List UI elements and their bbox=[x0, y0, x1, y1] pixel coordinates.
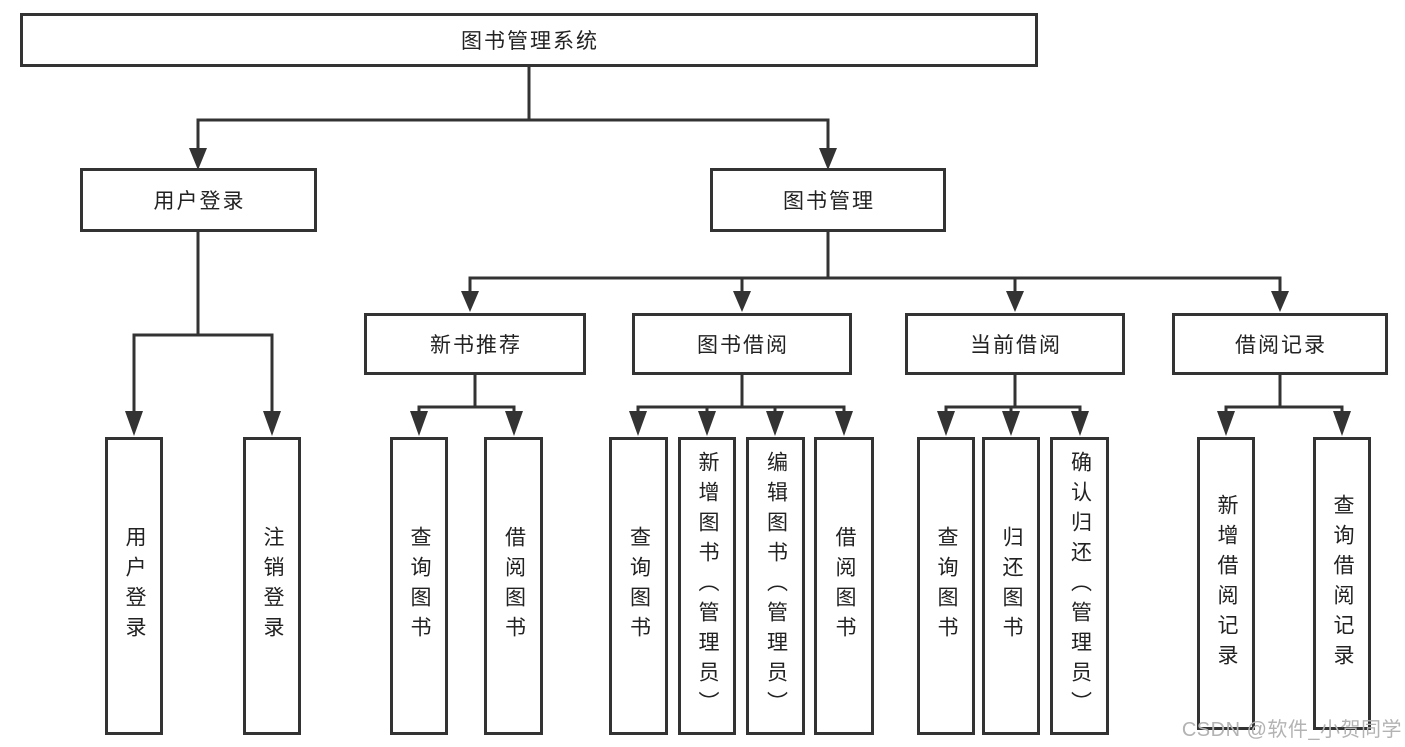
node-label: 用户登录 bbox=[123, 526, 146, 646]
node-leaf-logout: 注销登录 bbox=[243, 437, 301, 735]
node-label: 图书借阅 bbox=[697, 334, 789, 357]
node-label: 确认归还（管理员） bbox=[1068, 451, 1092, 721]
node-leaf-bb-add-books: 新增图书（管理员） bbox=[678, 437, 736, 735]
node-new-book-recommend: 新书推荐 bbox=[364, 313, 586, 375]
node-label: 图书管理系统 bbox=[461, 30, 599, 53]
node-leaf-br-add-record: 新增借阅记录 bbox=[1197, 437, 1255, 730]
node-book-management: 图书管理 bbox=[710, 168, 946, 232]
node-leaf-cb-return-books: 归还图书 bbox=[982, 437, 1040, 735]
node-label: 借阅图书 bbox=[833, 526, 856, 646]
node-library-system: 图书管理系统 bbox=[20, 13, 1038, 67]
node-label: 新增借阅记录 bbox=[1215, 493, 1238, 674]
node-leaf-bb-query-books: 查询图书 bbox=[609, 437, 668, 735]
node-leaf-nb-borrow-books: 借阅图书 bbox=[484, 437, 543, 735]
node-label: 借阅记录 bbox=[1235, 334, 1327, 357]
node-leaf-bb-edit-books: 编辑图书（管理员） bbox=[746, 437, 805, 735]
node-label: 注销登录 bbox=[261, 526, 284, 646]
node-label: 查询借阅记录 bbox=[1331, 493, 1354, 674]
node-label: 新增图书（管理员） bbox=[696, 451, 719, 721]
node-leaf-cb-confirm-return: 确认归还（管理员） bbox=[1050, 437, 1109, 735]
node-label: 编辑图书（管理员） bbox=[764, 451, 788, 721]
node-current-borrow: 当前借阅 bbox=[905, 313, 1125, 375]
node-label: 新书推荐 bbox=[430, 334, 522, 357]
node-leaf-user-login: 用户登录 bbox=[105, 437, 163, 735]
node-label: 图书管理 bbox=[783, 190, 875, 213]
node-leaf-cb-query-books: 查询图书 bbox=[917, 437, 975, 735]
node-book-borrow: 图书借阅 bbox=[632, 313, 852, 375]
node-label: 当前借阅 bbox=[970, 334, 1062, 357]
node-label: 归还图书 bbox=[1000, 526, 1023, 646]
csdn-watermark: CSDN @软件_小贺同学 bbox=[1181, 719, 1402, 741]
node-label: 用户登录 bbox=[153, 190, 246, 213]
node-label: 查询图书 bbox=[408, 526, 431, 646]
node-borrow-records: 借阅记录 bbox=[1172, 313, 1388, 375]
node-label: 查询图书 bbox=[627, 526, 651, 646]
node-label: 查询图书 bbox=[935, 526, 958, 646]
node-leaf-nb-query-books: 查询图书 bbox=[390, 437, 448, 735]
node-label: 借阅图书 bbox=[502, 526, 526, 646]
connector-path bbox=[132, 67, 1344, 414]
node-leaf-br-query-record: 查询借阅记录 bbox=[1313, 437, 1371, 730]
arrowhead-icons bbox=[125, 148, 1351, 436]
node-user-login: 用户登录 bbox=[80, 168, 317, 232]
node-leaf-bb-borrow-books: 借阅图书 bbox=[814, 437, 874, 735]
